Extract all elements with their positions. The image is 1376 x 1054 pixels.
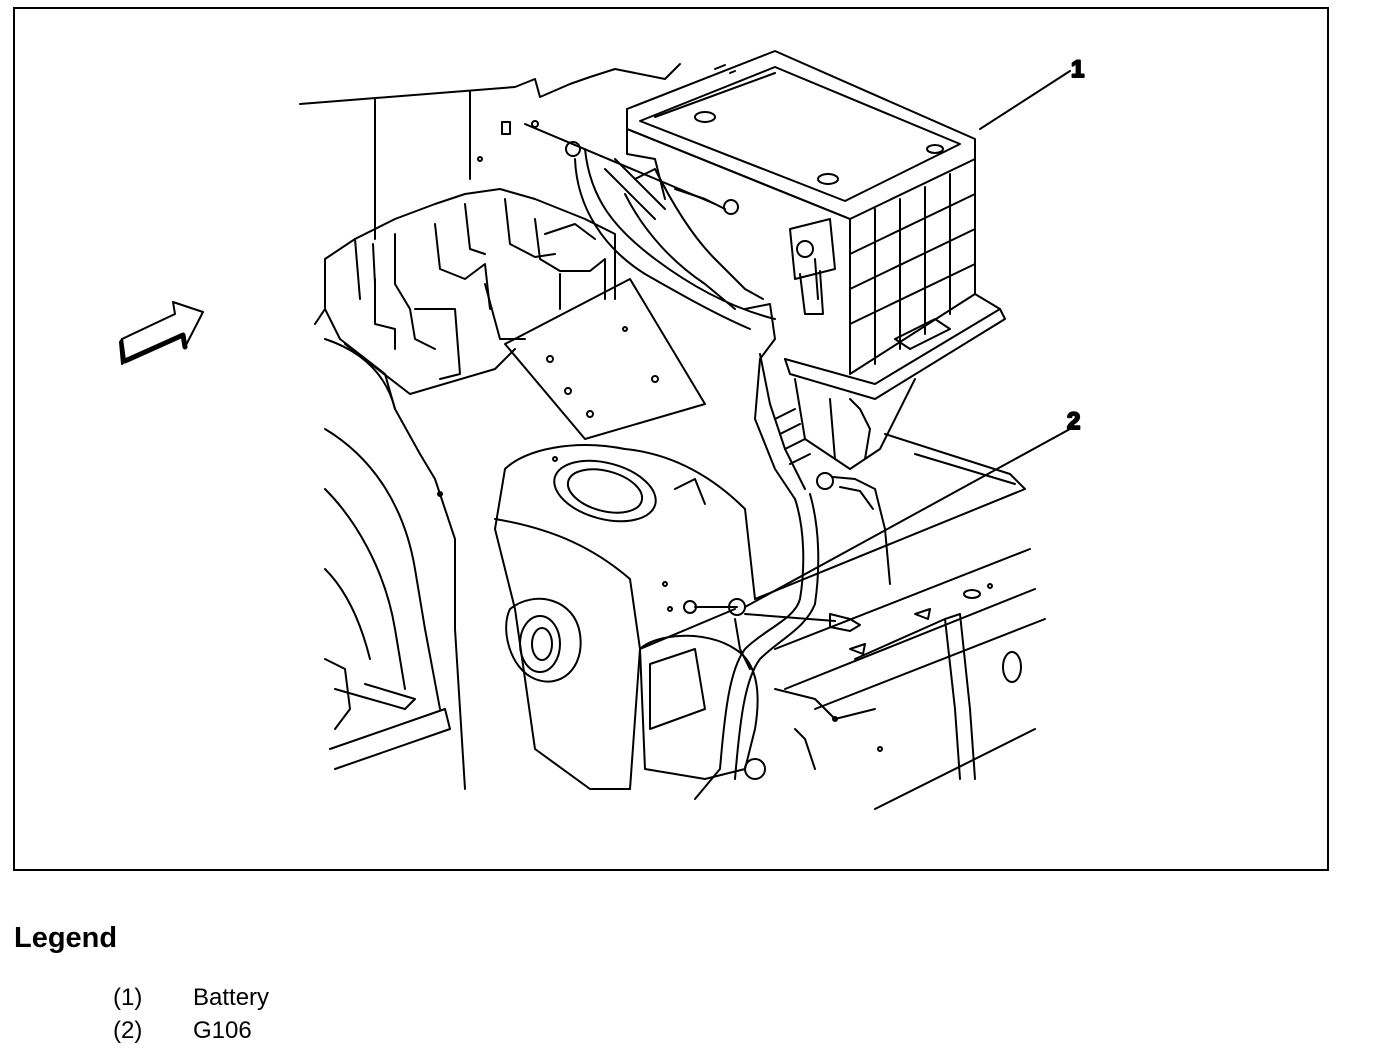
legend-item-label: Battery bbox=[193, 984, 270, 1011]
legend-title: Legend bbox=[14, 922, 118, 954]
legend-item-number: (1) bbox=[113, 984, 143, 1011]
battery-cables bbox=[524, 123, 811, 500]
callout-2-label: 2 bbox=[1067, 408, 1080, 435]
ground-cable-g106 bbox=[683, 472, 891, 800]
leader-lines bbox=[744, 70, 1071, 608]
callout-2-leader bbox=[744, 428, 1071, 608]
callout-1-leader bbox=[979, 70, 1071, 130]
legend-item-number: (2) bbox=[113, 1017, 143, 1044]
frame-rail bbox=[754, 433, 1046, 810]
mounting-bracket bbox=[504, 278, 706, 440]
firewall-panel bbox=[299, 63, 681, 240]
underhood-fuse-block bbox=[314, 188, 616, 410]
strut-tower bbox=[494, 444, 766, 790]
engine-compartment-illustration: 1 2 bbox=[119, 50, 1085, 810]
wheel-well bbox=[324, 338, 466, 790]
legend-item-label: G106 bbox=[193, 1017, 252, 1044]
callout-1-label: 1 bbox=[1071, 56, 1084, 83]
direction-arrow-icon bbox=[119, 301, 204, 365]
battery-tray bbox=[784, 293, 1006, 470]
diagram-frame: 1 2 bbox=[13, 7, 1329, 871]
